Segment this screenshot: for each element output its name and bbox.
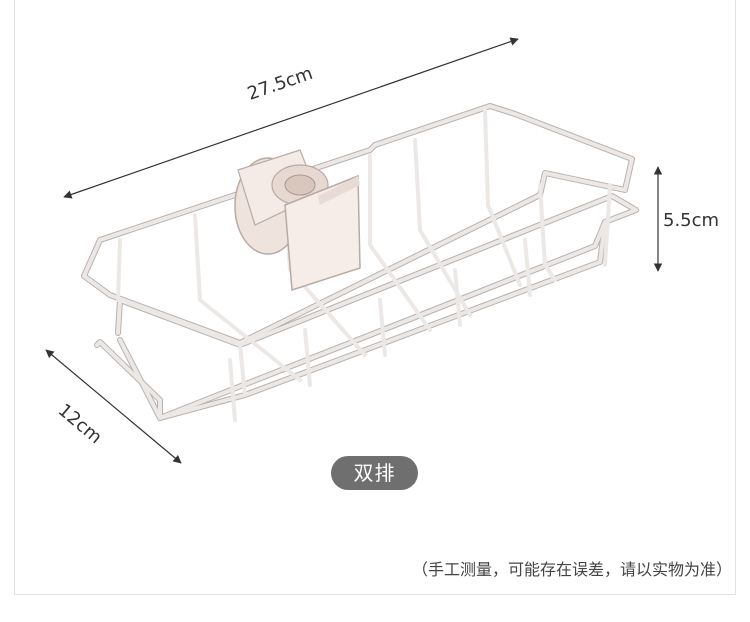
height-dimension: 5.5cm — [653, 166, 719, 272]
wire-rack — [81, 103, 639, 422]
faucet-clip — [234, 149, 361, 292]
width-label: 12cm — [54, 400, 106, 448]
variant-badge: 双排 — [331, 456, 418, 490]
height-label: 5.5cm — [663, 210, 719, 231]
content-frame — [14, 0, 736, 595]
measurement-note: （手工测量，可能存在误差，请以实物为准） — [411, 560, 732, 579]
length-label: 27.5cm — [245, 63, 316, 105]
